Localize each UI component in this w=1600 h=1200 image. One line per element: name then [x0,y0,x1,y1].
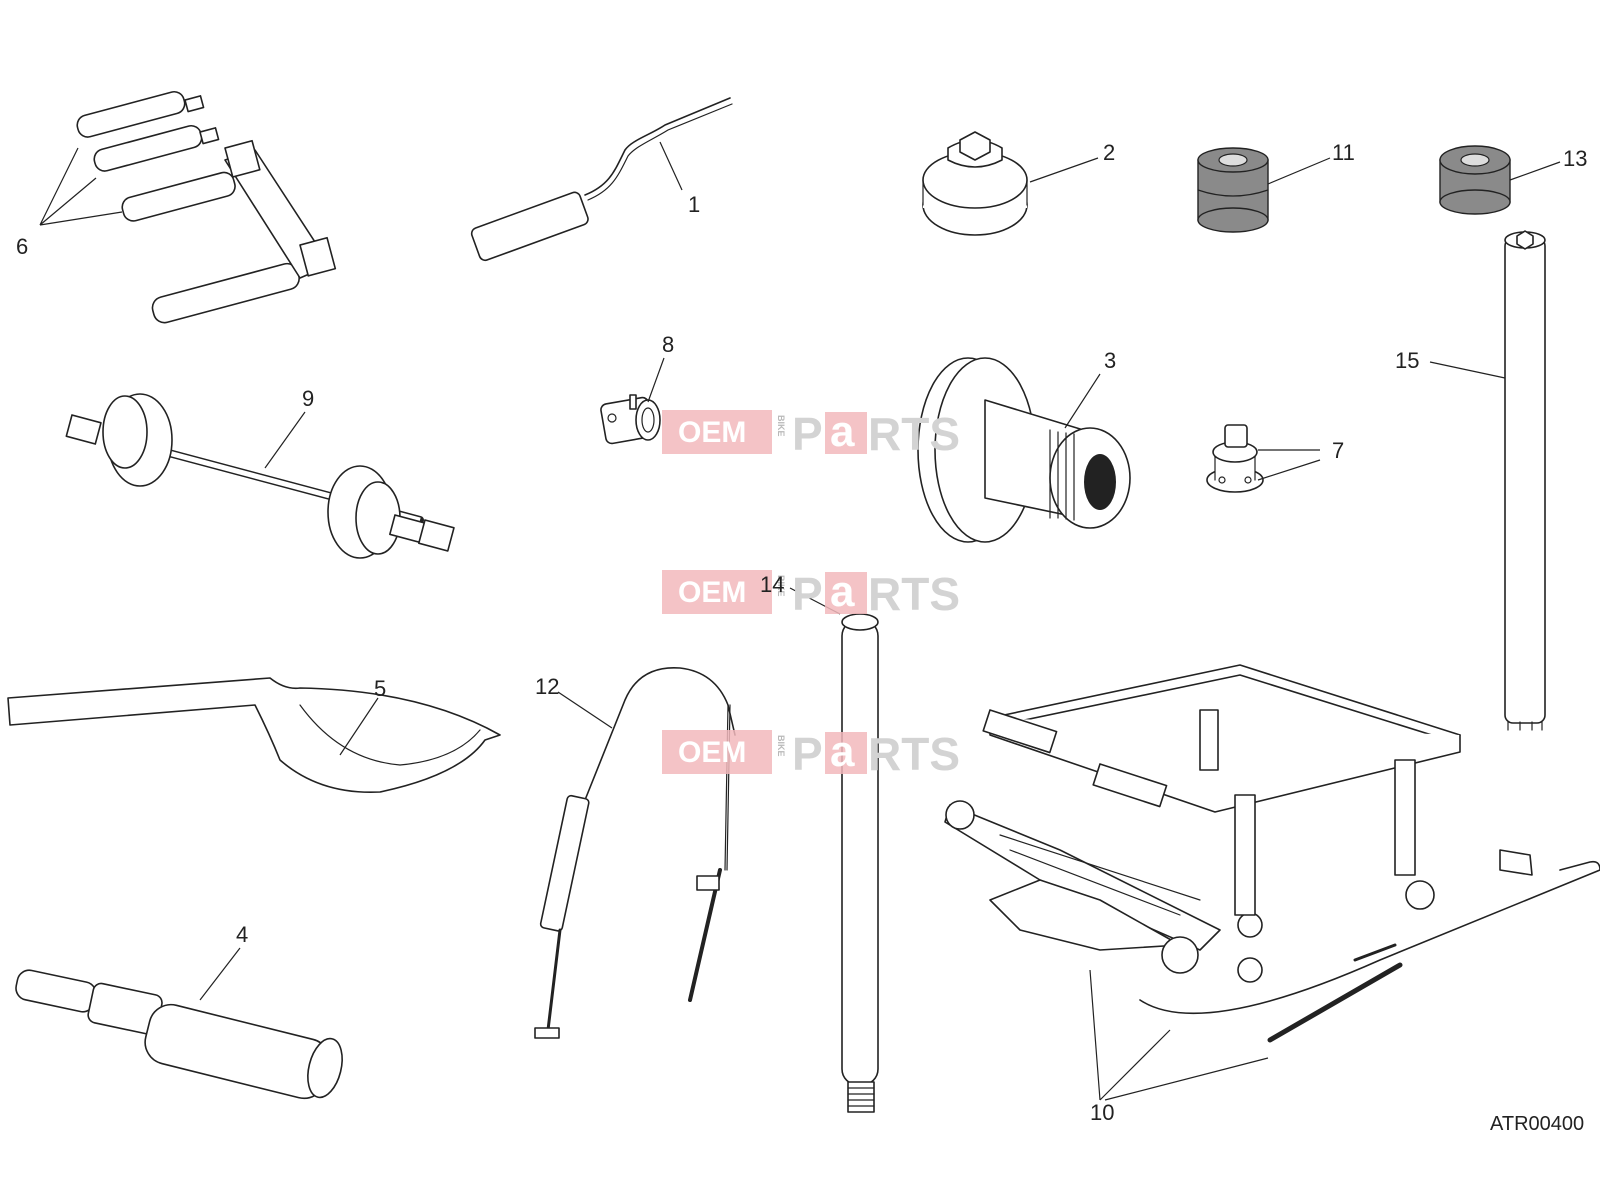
watermark-bottom: OEM BIKE P a RTS [662,727,960,780]
callout-10: 10 [1090,1100,1114,1125]
callout-6: 6 [16,234,28,259]
svg-text:RTS: RTS [868,568,960,620]
svg-text:OEM: OEM [678,736,746,769]
diagram-reference-code: ATR00400 [1490,1113,1584,1135]
part-14-rod [789,587,879,1113]
callout-11: 11 [1332,140,1355,165]
part-15-long-tube [1429,230,1546,731]
callout-8: 8 [662,332,674,357]
callout-15: 15 [1395,348,1419,373]
svg-text:BIKE: BIKE [776,735,786,757]
svg-text:a: a [830,567,855,616]
svg-text:P: P [792,568,823,620]
svg-text:a: a [830,727,855,776]
callout-2: 2 [1103,140,1115,165]
part-13-rubber-bush [1439,145,1561,215]
part-1-probe-tool [470,97,733,262]
part-11-rubber-bush [1197,147,1331,233]
part-9-bearing-puller [65,393,455,559]
watermark-top: OEM BIKE P a RTS [662,407,960,460]
callout-12: 12 [535,674,559,699]
part-3-threaded-adapter [917,357,1131,543]
svg-text:RTS: RTS [868,408,960,460]
part-8-bushing [600,357,665,445]
part-6-pin-set [39,90,337,324]
svg-text:BIKE: BIKE [776,575,786,597]
part-10-motorcycle-lift [944,664,1600,1101]
callout-1: 1 [688,192,700,217]
svg-text:OEM: OEM [678,416,746,449]
callout-9: 9 [302,386,314,411]
svg-text:BIKE: BIKE [776,415,786,437]
callout-7: 7 [1332,438,1344,463]
callout-13: 13 [1563,146,1587,171]
watermark-middle: OEM BIKE P a RTS [662,567,960,620]
callout-5: 5 [374,676,386,701]
svg-text:P: P [792,728,823,780]
part-5-hook-spanner [7,677,501,794]
part-2-socket-cap [922,131,1099,236]
callout-4: 4 [236,922,248,947]
callout-3: 3 [1104,348,1116,373]
svg-text:RTS: RTS [868,728,960,780]
callout-14: 14 [760,572,784,597]
part-7-fitting [1206,424,1321,493]
svg-text:a: a [830,407,855,456]
part-4-extension-handle [15,947,343,1100]
svg-text:OEM: OEM [678,576,746,609]
part-12-syringe-gauge [534,667,736,1039]
svg-text:P: P [792,408,823,460]
